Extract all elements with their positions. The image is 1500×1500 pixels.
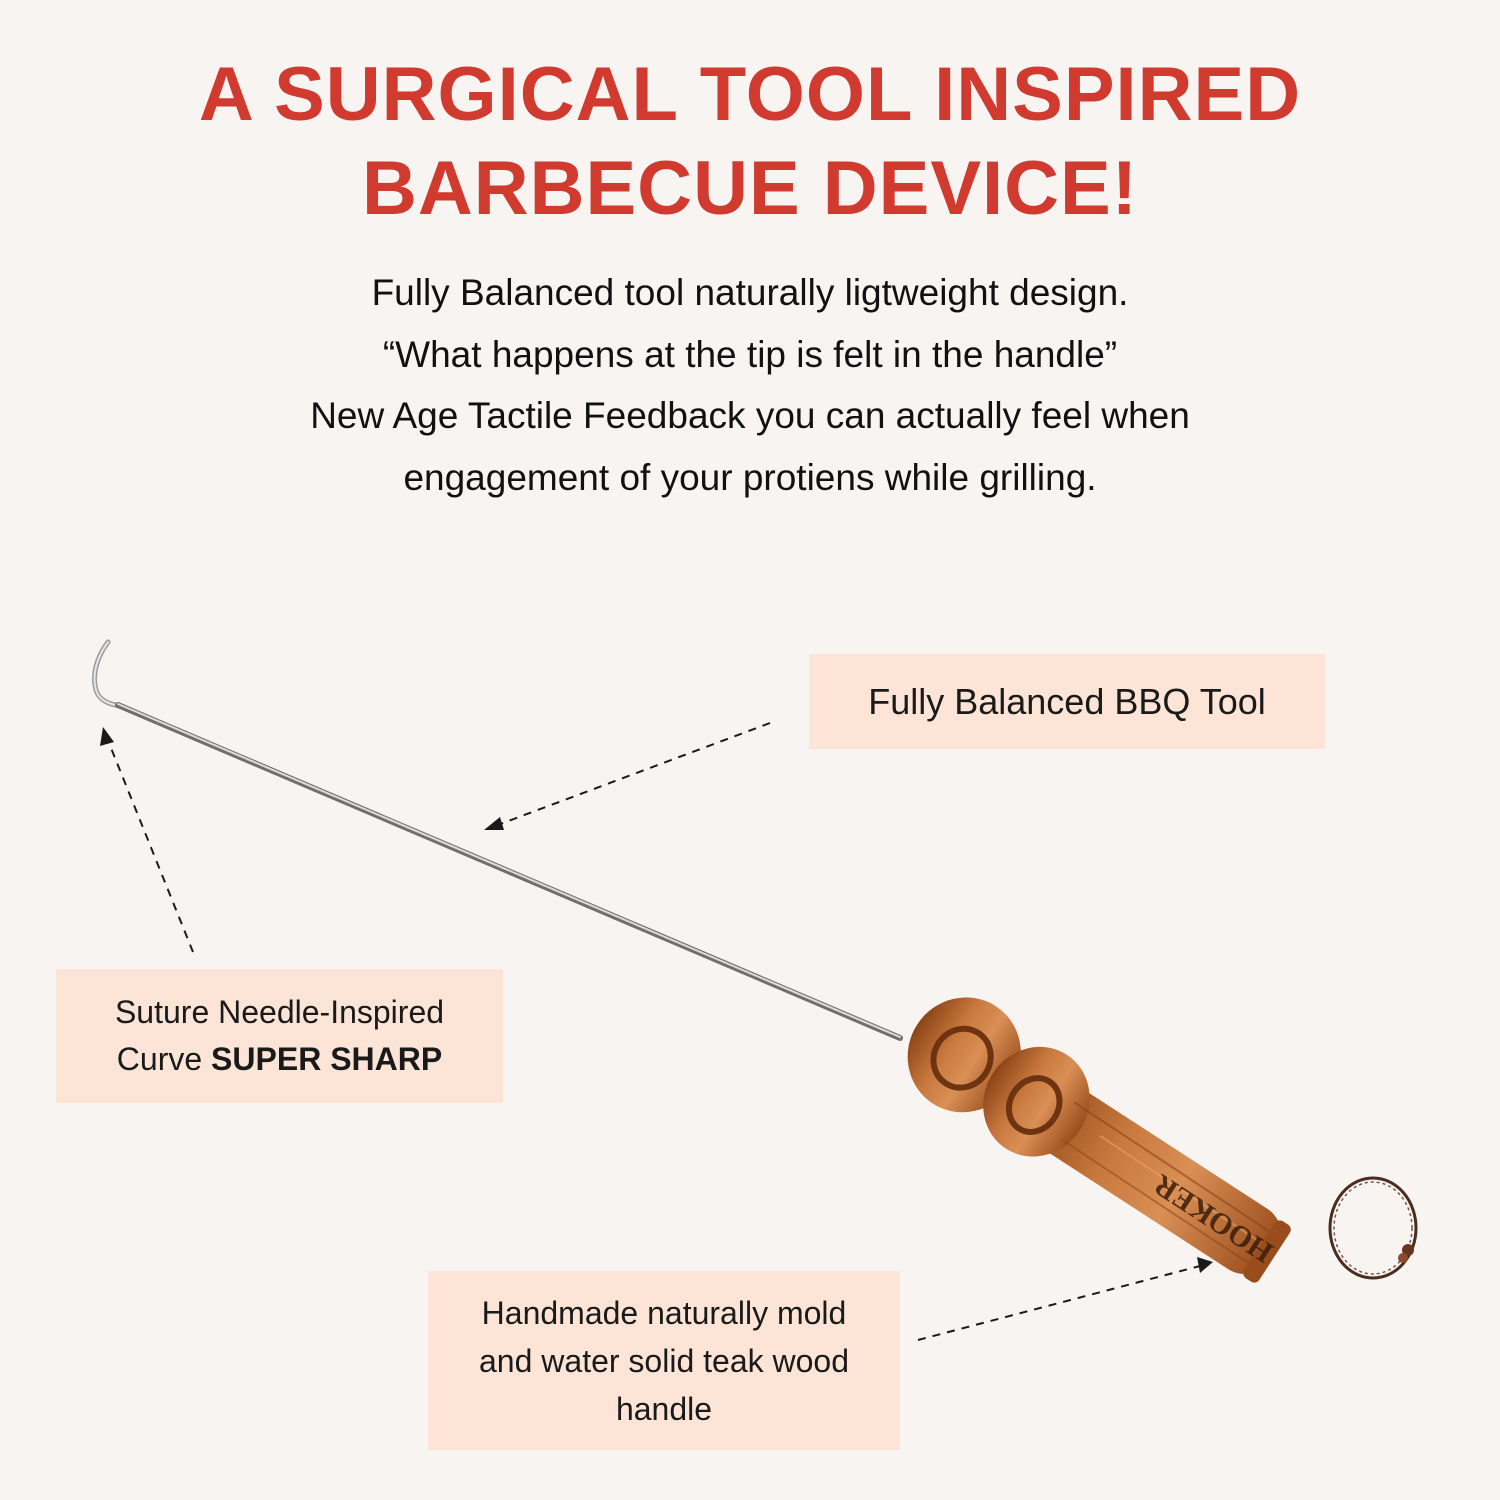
wood-handle: HOOKER — [907, 997, 1291, 1283]
callout-handle-line-2: and water solid teak wood — [479, 1342, 849, 1379]
headline-line-1: A SURGICAL TOOL INSPIRED — [198, 52, 1302, 137]
arrow-handle — [917, 1265, 1201, 1341]
product-description: Fully Balanced tool naturally ligtweight… — [0, 262, 1500, 508]
callout-needle-strong: SUPER SHARP — [211, 1041, 443, 1077]
description-line-3: New Age Tactile Feedback you can actuall… — [310, 395, 1190, 436]
callout-needle-line-1: Suture Needle-Inspired — [114, 994, 445, 1030]
callout-handle-line-1: Handmade naturally mold — [481, 1294, 847, 1331]
arrow-balanced — [494, 722, 771, 827]
callout-handle: Handmade naturally mold and water solid … — [428, 1271, 900, 1450]
description-line-1: Fully Balanced tool naturally ligtweight… — [371, 272, 1129, 313]
arrow-needle — [106, 737, 194, 953]
callout-handle-line-3: handle — [615, 1390, 713, 1427]
callout-needle: Suture Needle-Inspired Curve SUPER SHARP — [56, 969, 503, 1103]
callout-needle-line-2: Curve SUPER SHARP — [117, 1036, 442, 1083]
leather-loop-ring — [1328, 1176, 1418, 1280]
callout-needle-prefix: Curve — [116, 1041, 212, 1077]
description-line-2: “What happens at the tip is felt in the … — [382, 333, 1118, 375]
callout-balanced-text: Fully Balanced BBQ Tool — [868, 680, 1266, 722]
description-line-4: engagement of your protiens while grilli… — [403, 456, 1097, 498]
callout-arrows — [100, 722, 1213, 1341]
headline-line-2: BARBECUE DEVICE! — [361, 146, 1139, 231]
headline: A SURGICAL TOOL INSPIRED BARBECUE DEVICE… — [0, 48, 1500, 236]
callout-balanced: Fully Balanced BBQ Tool — [809, 654, 1325, 749]
